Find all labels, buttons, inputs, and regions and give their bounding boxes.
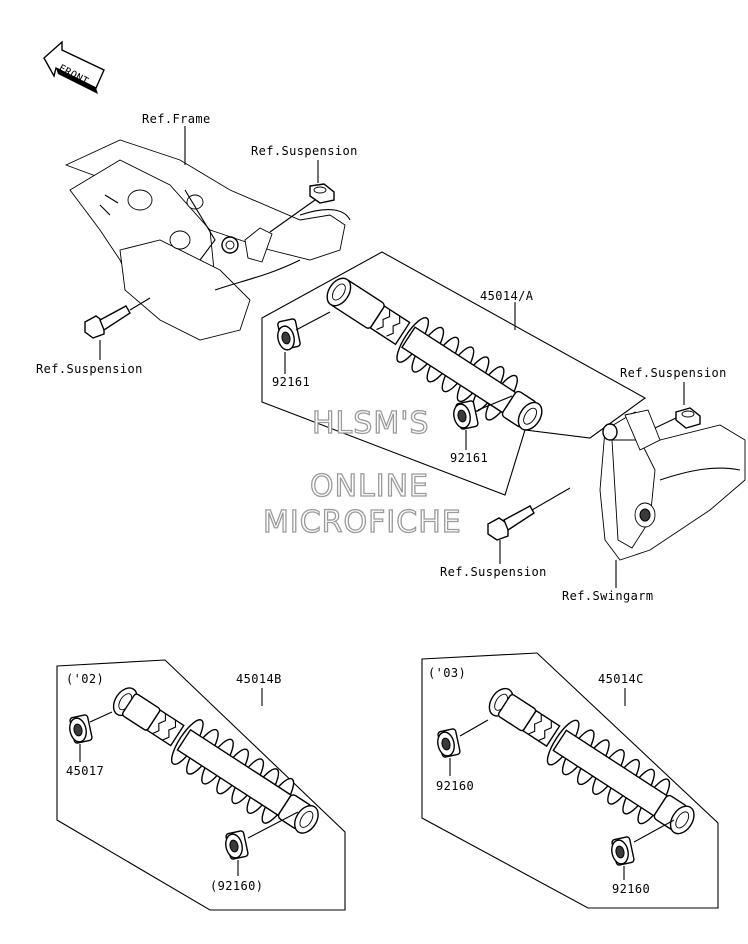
- swingarm-illustration: [599, 409, 746, 561]
- main-shock-box: [261, 251, 647, 496]
- watermark-line-3: MICROFICHE: [263, 505, 462, 540]
- label-ref-frame: Ref.Frame: [142, 112, 211, 126]
- frame-illustration: [64, 139, 351, 341]
- watermark-line-1: HLSM'S: [312, 406, 430, 441]
- box-c-year: ('03): [428, 666, 466, 680]
- box-b-bushing2: (92160): [210, 879, 263, 893]
- watermark-line-2: ONLINE: [310, 469, 429, 504]
- left-bolt: [84, 305, 131, 339]
- bushing-92160-c-left: [437, 728, 461, 758]
- label-ref-suspension-right: Ref.Suspension: [620, 366, 727, 380]
- box-c-part: 45014C: [598, 672, 644, 686]
- label-ref-suspension-bottom: Ref.Suspension: [440, 565, 547, 579]
- label-part-45014a: 45014/A: [480, 289, 534, 303]
- label-part-92161-left: 92161: [272, 375, 310, 389]
- label-ref-swingarm: Ref.Swingarm: [562, 589, 654, 603]
- label-ref-suspension-left: Ref.Suspension: [36, 362, 143, 376]
- bushing-92161-right: [453, 400, 479, 430]
- right-nut: [675, 407, 701, 429]
- top-nut: [309, 183, 335, 204]
- shock-absorber-45014c: [488, 687, 695, 835]
- box-b-part: 45014B: [236, 672, 282, 686]
- box-c-bushing2: 92160: [612, 882, 650, 896]
- bushing-92161-left: [277, 318, 301, 351]
- label-part-92161-right: 92161: [450, 451, 488, 465]
- bottom-bolt: [487, 505, 535, 541]
- bushing-45017: [69, 714, 93, 744]
- box-c-bushing: 92160: [436, 779, 474, 793]
- main-shock-absorber: [326, 277, 543, 431]
- front-arrow-icon: FRONT: [43, 40, 105, 94]
- variant-box-02: ('02) 45014B: [56, 659, 346, 911]
- box-b-year: ('02): [66, 672, 104, 686]
- bushing-92160-c-right: [611, 836, 635, 866]
- label-ref-suspension-top: Ref.Suspension: [251, 144, 358, 158]
- variant-box-03: ('03) 45014C: [421, 652, 719, 909]
- shock-absorber-45014b: [112, 687, 319, 834]
- bushing-92160-b: [225, 830, 249, 860]
- box-b-bushing: 45017: [66, 764, 104, 778]
